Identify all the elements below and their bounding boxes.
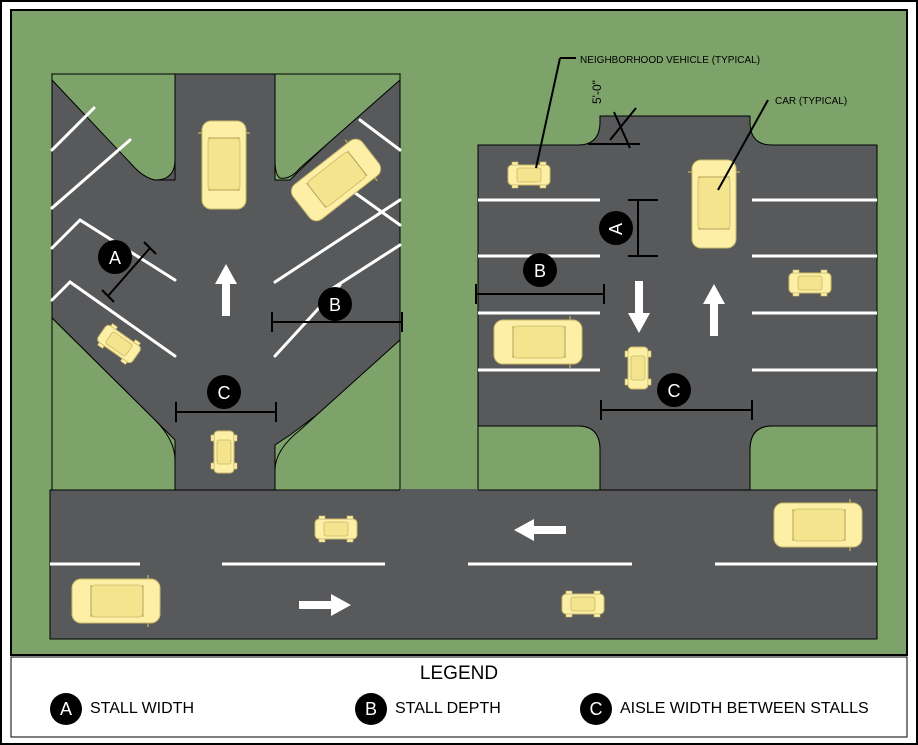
- grass-island: [477, 425, 601, 491]
- nev-icon: [210, 430, 238, 474]
- legend-badge: A: [50, 693, 82, 725]
- marker-a-right: A: [599, 211, 633, 245]
- legend-badge: B: [355, 693, 387, 725]
- dimension-lines: [101, 57, 769, 422]
- marker-b-left: B: [318, 287, 352, 321]
- car-icon: [71, 574, 161, 628]
- grass-island: [274, 338, 401, 491]
- legend-label: STALL WIDTH: [90, 700, 195, 717]
- legend-label: STALL DEPTH: [395, 700, 501, 717]
- car-callout: CAR (TYPICAL): [775, 96, 847, 107]
- legend-label: AISLE WIDTH BETWEEN STALLS: [620, 700, 869, 717]
- marker-b-right: B: [523, 253, 557, 287]
- marker-letter: A: [606, 223, 626, 235]
- nev-icon: [561, 590, 605, 618]
- legend-box: [10, 656, 908, 738]
- legend-item-aisle-width: C AISLE WIDTH BETWEEN STALLS: [580, 692, 869, 726]
- angled-stall-lines: [50, 106, 402, 358]
- grass-island: [51, 73, 176, 181]
- nev-icon: [507, 161, 551, 189]
- grass-island: [274, 73, 401, 179]
- nev-icon: [624, 346, 652, 390]
- marker-c-right: C: [657, 373, 691, 407]
- car-icon: [773, 498, 863, 552]
- dimension-label: 5'-0": [590, 80, 604, 104]
- marker-a-left: A: [98, 240, 132, 274]
- marker-letter: B: [329, 295, 341, 315]
- perpendicular-stall-lines: [478, 198, 877, 372]
- legend-item-stall-width: A STALL WIDTH: [50, 692, 194, 726]
- marker-c-left: C: [207, 375, 241, 409]
- nev-icon: [788, 269, 832, 297]
- car-icon: [493, 315, 583, 369]
- grass-island: [51, 316, 176, 491]
- legend-title: LEGEND: [419, 663, 499, 684]
- grass-island: [749, 425, 878, 491]
- car-icon: [687, 159, 741, 249]
- marker-letter: C: [218, 383, 231, 403]
- marker-letter: B: [534, 261, 546, 281]
- marker-letter: A: [109, 248, 121, 268]
- neighborhood-vehicle-callout: NEIGHBORHOOD VEHICLE (TYPICAL): [580, 55, 760, 66]
- legend-badge: C: [580, 693, 612, 725]
- car-icon: [197, 120, 251, 210]
- legend-item-stall-depth: B STALL DEPTH: [355, 692, 501, 726]
- nev-icon: [314, 515, 358, 543]
- marker-letter: C: [668, 381, 681, 401]
